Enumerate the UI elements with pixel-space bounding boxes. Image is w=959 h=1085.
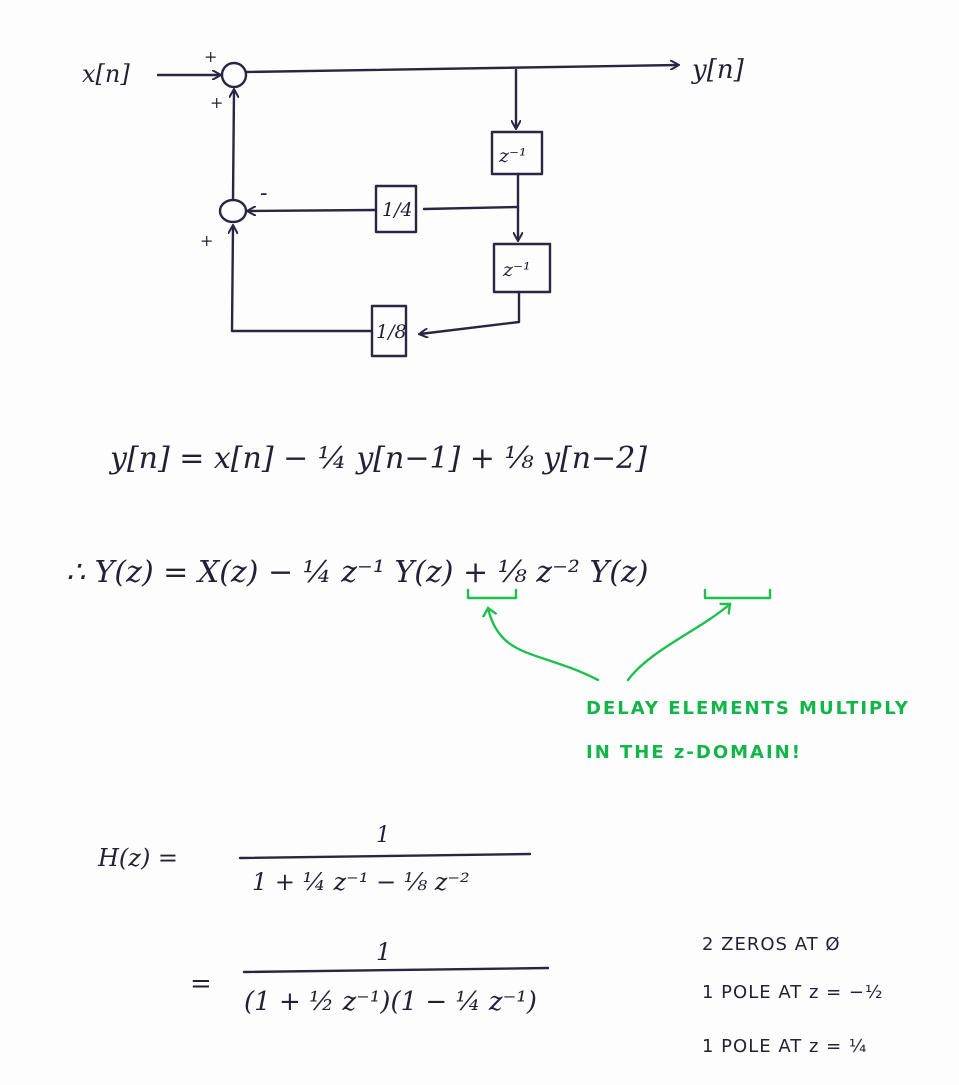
annotation-line-2: IN THE z-DOMAIN! [586, 742, 802, 763]
delay2-to-gain-eighth [420, 290, 521, 334]
sum2-right-sign: - [260, 181, 267, 206]
bracket-z1 [466, 588, 518, 600]
sum2-bottom-sign: + [200, 231, 213, 250]
input-label: x[n] [82, 60, 130, 88]
delay-block-2-label: z⁻¹ [502, 259, 531, 281]
sum1-top-sign: + [204, 47, 217, 66]
summing-junction-1 [220, 61, 248, 89]
fraction-bar-2 [242, 966, 550, 974]
output-label: y[n] [691, 55, 745, 85]
annotation-arrow-left [488, 608, 600, 682]
tap-to-gain-quarter [422, 205, 520, 211]
gain-quarter-to-sum2 [248, 210, 378, 211]
ztransform-equation: ∴ Y(z) = X(z) − ¼ z⁻¹ Y(z) + ⅛ z⁻² Y(z) [66, 555, 649, 590]
delay-block-2 [492, 242, 552, 294]
annotation-line-1: DELAY ELEMENTS MULTIPLY [586, 698, 910, 719]
difference-equation: y[n] = x[n] − ¼ y[n−1] + ⅛ y[n−2] [108, 441, 647, 476]
zeros-note: 2 ZEROS AT Ø [702, 934, 841, 955]
pole-note-2: 1 POLE AT z = ¼ [702, 1036, 867, 1057]
transfer-function-lhs: H(z) = [97, 844, 178, 872]
annotation-arrow-right [626, 604, 730, 682]
gain-block-quarter-label: 1/4 [382, 199, 413, 221]
transfer-function-numerator: 1 [376, 823, 390, 848]
delay-block-1-label: z⁻¹ [498, 145, 527, 167]
sum2-to-sum1 [233, 90, 234, 202]
gain-block-eighth-label: 1/8 [376, 321, 407, 343]
factored-denominator: (1 + ½ z⁻¹)(1 − ¼ z⁻¹) [244, 987, 537, 1017]
pole-note-1: 1 POLE AT z = −½ [702, 982, 883, 1003]
factored-numerator: 1 [376, 938, 391, 966]
summing-junction-2 [218, 198, 248, 224]
output-arrow [244, 65, 678, 74]
bracket-z2 [703, 588, 772, 600]
equals-sign: = [190, 969, 212, 999]
sum1-bottom-sign: + [210, 93, 223, 112]
transfer-function-denominator: 1 + ¼ z⁻¹ − ⅛ z⁻² [252, 868, 470, 896]
gain-eighth-to-sum2 [232, 226, 374, 333]
fraction-bar-1 [238, 852, 532, 860]
